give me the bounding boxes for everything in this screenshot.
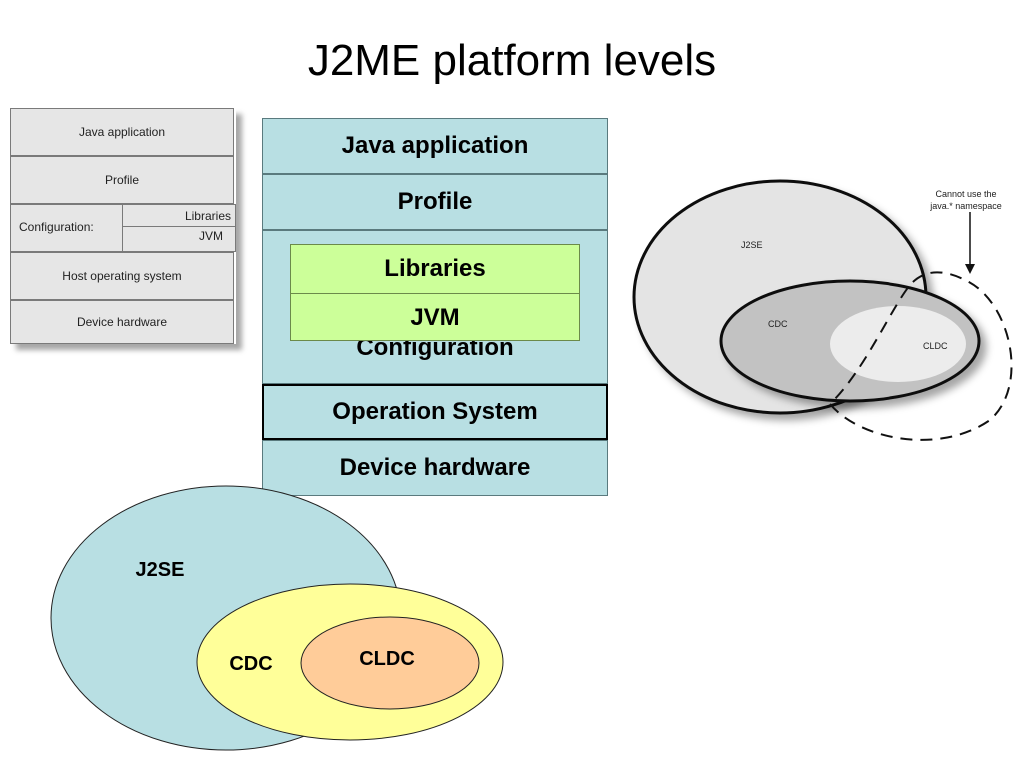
small-libraries: Libraries (184, 209, 231, 223)
small-configuration: Configuration: Libraries JVM (10, 204, 236, 252)
jvm-box: JVM (290, 293, 580, 341)
note-line-1: Cannot use the (935, 189, 996, 199)
cdc-label: CDC (229, 653, 272, 675)
cldc-ellipse (300, 616, 480, 710)
small-profile: Profile (10, 156, 234, 204)
note-line-2: java.* namespace (929, 201, 1002, 211)
cldc-label: CLDC (359, 648, 415, 670)
right-cldc-label: CLDC (923, 341, 948, 351)
right-cldc-region (830, 306, 966, 382)
device-hardware-layer: Device hardware (262, 440, 608, 496)
j2se-label: J2SE (136, 559, 185, 581)
profile-layer: Profile (262, 174, 608, 230)
small-configuration-label: Configuration: (19, 220, 94, 234)
small-configuration-divider (122, 205, 123, 251)
cldc-dashed-boundary (828, 271, 1013, 441)
small-jvm: JVM (199, 229, 223, 243)
operation-system-layer: Operation System (262, 384, 608, 440)
small-device-hardware: Device hardware (10, 300, 234, 344)
small-stack-diagram: Java application Profile Configuration: … (10, 108, 236, 344)
libraries-box: Libraries (290, 244, 580, 294)
small-java-application: Java application (10, 108, 234, 156)
small-configuration-subdivider (122, 226, 236, 227)
note-arrow-head (965, 264, 975, 274)
right-j2se-label: J2SE (741, 240, 763, 250)
right-cdc-label: CDC (768, 319, 788, 329)
small-host-os: Host operating system (10, 252, 234, 300)
java-application-layer: Java application (262, 118, 608, 174)
page-title: J2ME platform levels (307, 36, 717, 85)
